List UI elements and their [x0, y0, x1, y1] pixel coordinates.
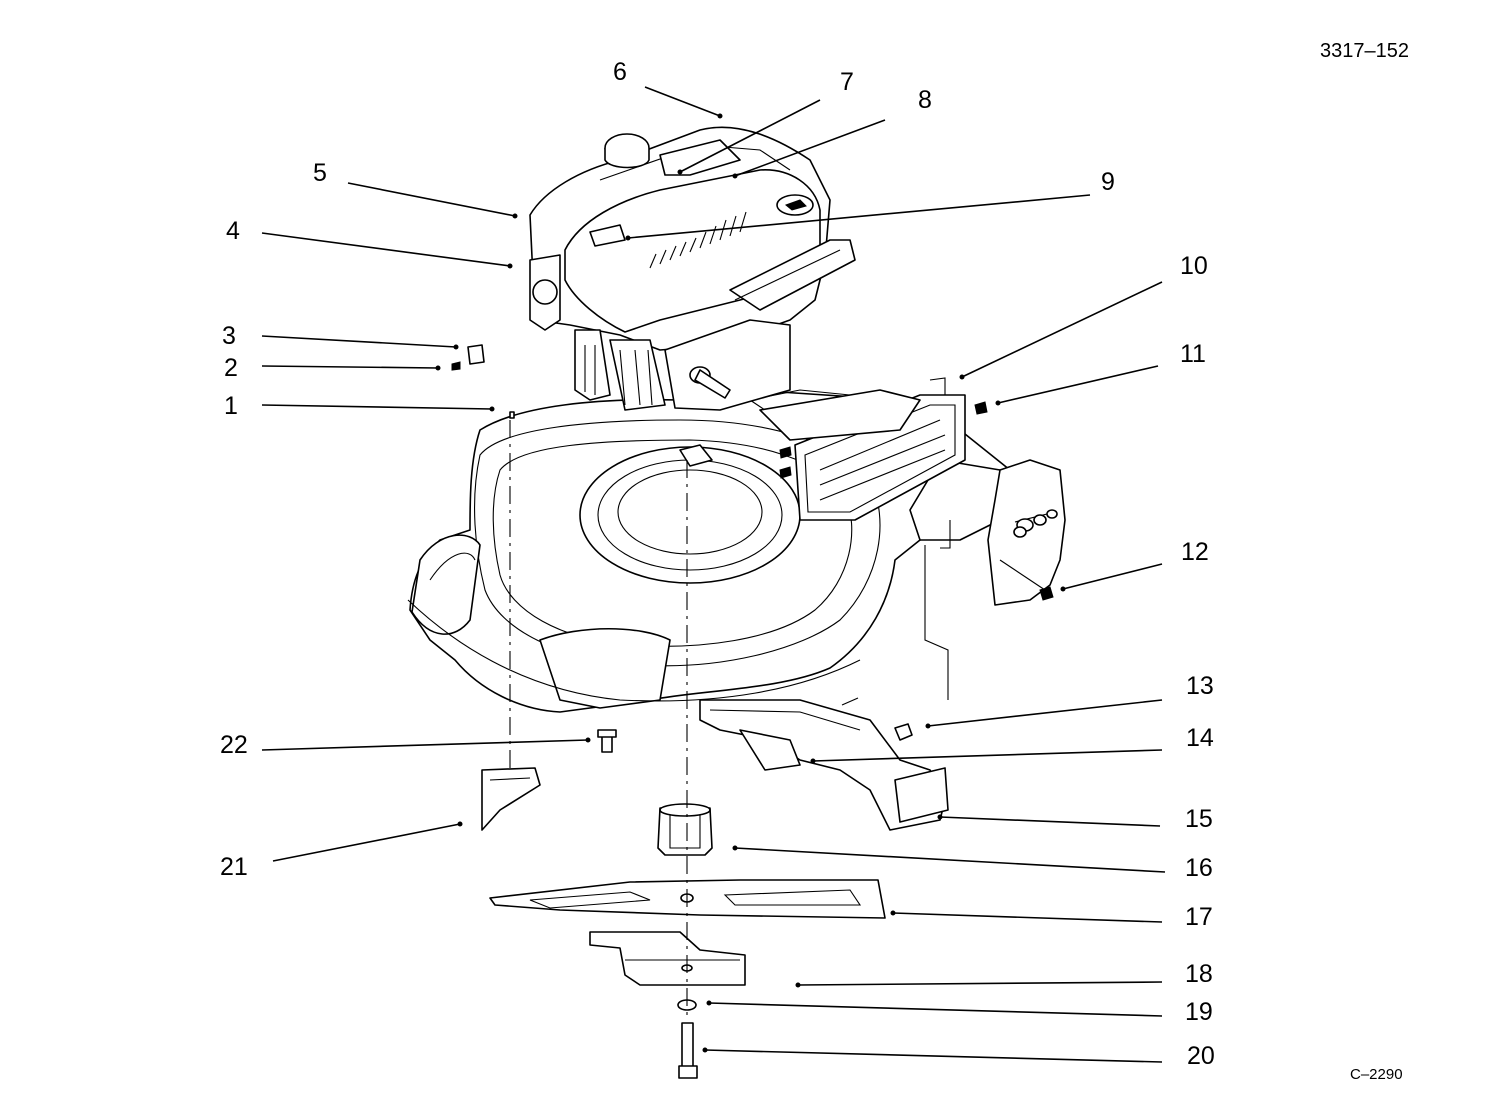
callout-9: 9 — [1101, 168, 1115, 196]
callout-7: 7 — [840, 68, 854, 96]
screw-2 — [451, 361, 461, 371]
rear-guard — [759, 377, 966, 521]
callout-5: 5 — [313, 159, 327, 187]
callout-21: 21 — [220, 853, 248, 881]
height-adjuster-plate — [987, 459, 1066, 606]
callout-13: 13 — [1186, 672, 1214, 700]
callout-8: 8 — [918, 86, 932, 114]
drawing-code: 3317–152 — [1320, 40, 1409, 62]
callout-17: 17 — [1185, 903, 1213, 931]
leader-lines — [261, 86, 1166, 1063]
callout-1: 1 — [224, 392, 238, 420]
callout-19: 19 — [1185, 998, 1213, 1026]
engine-assembly — [529, 126, 856, 411]
callout-10: 10 — [1180, 252, 1208, 280]
mulching-blade — [589, 931, 746, 986]
center-lines — [509, 420, 688, 1020]
blade-adapter — [657, 803, 713, 856]
bolt-12 — [1039, 586, 1054, 601]
callout-3: 3 — [222, 322, 236, 350]
callout-12: 12 — [1181, 538, 1209, 566]
callout-22: 22 — [220, 731, 248, 759]
hardware — [451, 344, 1054, 1079]
nut-13 — [894, 723, 913, 741]
callout-2: 2 — [224, 354, 238, 382]
callout-15: 15 — [1185, 805, 1213, 833]
blade-bolt — [681, 1022, 694, 1069]
screw-11 — [974, 401, 988, 415]
callout-6: 6 — [613, 58, 627, 86]
callout-4: 4 — [226, 217, 240, 245]
rear-baffle — [699, 699, 949, 831]
callout-16: 16 — [1185, 854, 1213, 882]
figure-code: C–2290 — [1350, 1066, 1403, 1083]
callout-18: 18 — [1185, 960, 1213, 988]
chute-guard-21 — [481, 767, 541, 831]
screw-1 — [509, 411, 515, 419]
callout-11: 11 — [1180, 340, 1206, 368]
callout-20: 20 — [1187, 1042, 1215, 1070]
callout-14: 14 — [1186, 724, 1214, 752]
clip-3 — [467, 344, 485, 365]
